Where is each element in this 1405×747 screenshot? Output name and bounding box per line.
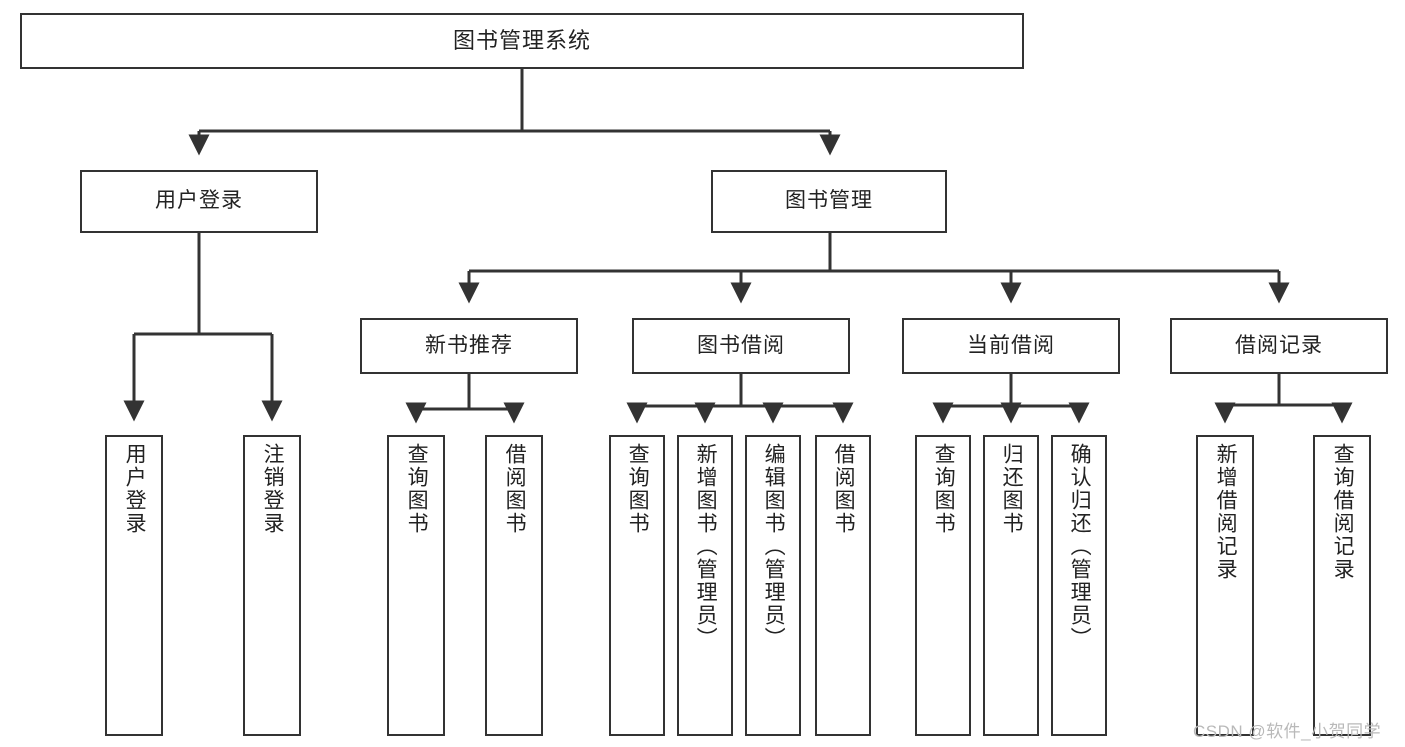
node-borrow-record[interactable]: 借阅记录: [1170, 318, 1388, 374]
leaf-add-borrow-record-label: 新增借阅记录: [1214, 443, 1238, 581]
node-new-book-recommend[interactable]: 新书推荐: [360, 318, 578, 374]
node-borrow-record-label: 借阅记录: [1235, 333, 1323, 357]
node-book-borrow-label: 图书借阅: [697, 333, 785, 357]
leaf-query-book-new-label: 查询图书: [405, 443, 429, 535]
node-book-manage-label: 图书管理: [785, 189, 873, 213]
leaf-borrow-book[interactable]: 借阅图书: [815, 435, 871, 736]
leaf-borrow-book-new-label: 借阅图书: [503, 443, 527, 535]
node-root-label: 图书管理系统: [452, 28, 591, 54]
node-user-login[interactable]: 用户登录: [80, 170, 318, 233]
leaf-query-borrow-record-label: 查询借阅记录: [1331, 443, 1355, 581]
node-new-book-recommend-label: 新书推荐: [425, 333, 513, 357]
leaf-return-book-label: 归还图书: [1000, 443, 1024, 535]
leaf-add-book[interactable]: 新增图书（管理员）: [677, 435, 733, 736]
leaf-borrow-book-new[interactable]: 借阅图书: [485, 435, 543, 736]
leaf-add-borrow-record[interactable]: 新增借阅记录: [1196, 435, 1254, 736]
leaf-borrow-book-label: 借阅图书: [832, 443, 856, 535]
leaf-logout[interactable]: 注销登录: [243, 435, 301, 736]
node-current-borrow-label: 当前借阅: [967, 333, 1055, 357]
leaf-query-book-new[interactable]: 查询图书: [387, 435, 445, 736]
leaf-query-book-current-label: 查询图书: [932, 443, 956, 535]
leaf-user-login[interactable]: 用户登录: [105, 435, 163, 736]
leaf-return-book[interactable]: 归还图书: [983, 435, 1039, 736]
node-root[interactable]: 图书管理系统: [20, 13, 1024, 69]
leaf-logout-label: 注销登录: [261, 443, 285, 535]
leaf-user-login-label: 用户登录: [123, 443, 147, 535]
leaf-edit-book-label: 编辑图书（管理员）: [762, 443, 786, 650]
leaf-add-book-label: 新增图书（管理员）: [694, 443, 718, 650]
leaf-query-book-borrow[interactable]: 查询图书: [609, 435, 665, 736]
node-user-login-label: 用户登录: [155, 189, 243, 213]
leaf-query-book-borrow-label: 查询图书: [626, 443, 650, 535]
leaf-query-book-current[interactable]: 查询图书: [915, 435, 971, 736]
leaf-confirm-return[interactable]: 确认归还（管理员）: [1051, 435, 1107, 736]
leaf-edit-book[interactable]: 编辑图书（管理员）: [745, 435, 801, 736]
node-book-manage[interactable]: 图书管理: [711, 170, 947, 233]
leaf-query-borrow-record[interactable]: 查询借阅记录: [1313, 435, 1371, 736]
node-current-borrow[interactable]: 当前借阅: [902, 318, 1120, 374]
node-book-borrow[interactable]: 图书借阅: [632, 318, 850, 374]
leaf-confirm-return-label: 确认归还（管理员）: [1068, 443, 1092, 650]
watermark: CSDN @软件_小贺同学: [1193, 722, 1382, 741]
